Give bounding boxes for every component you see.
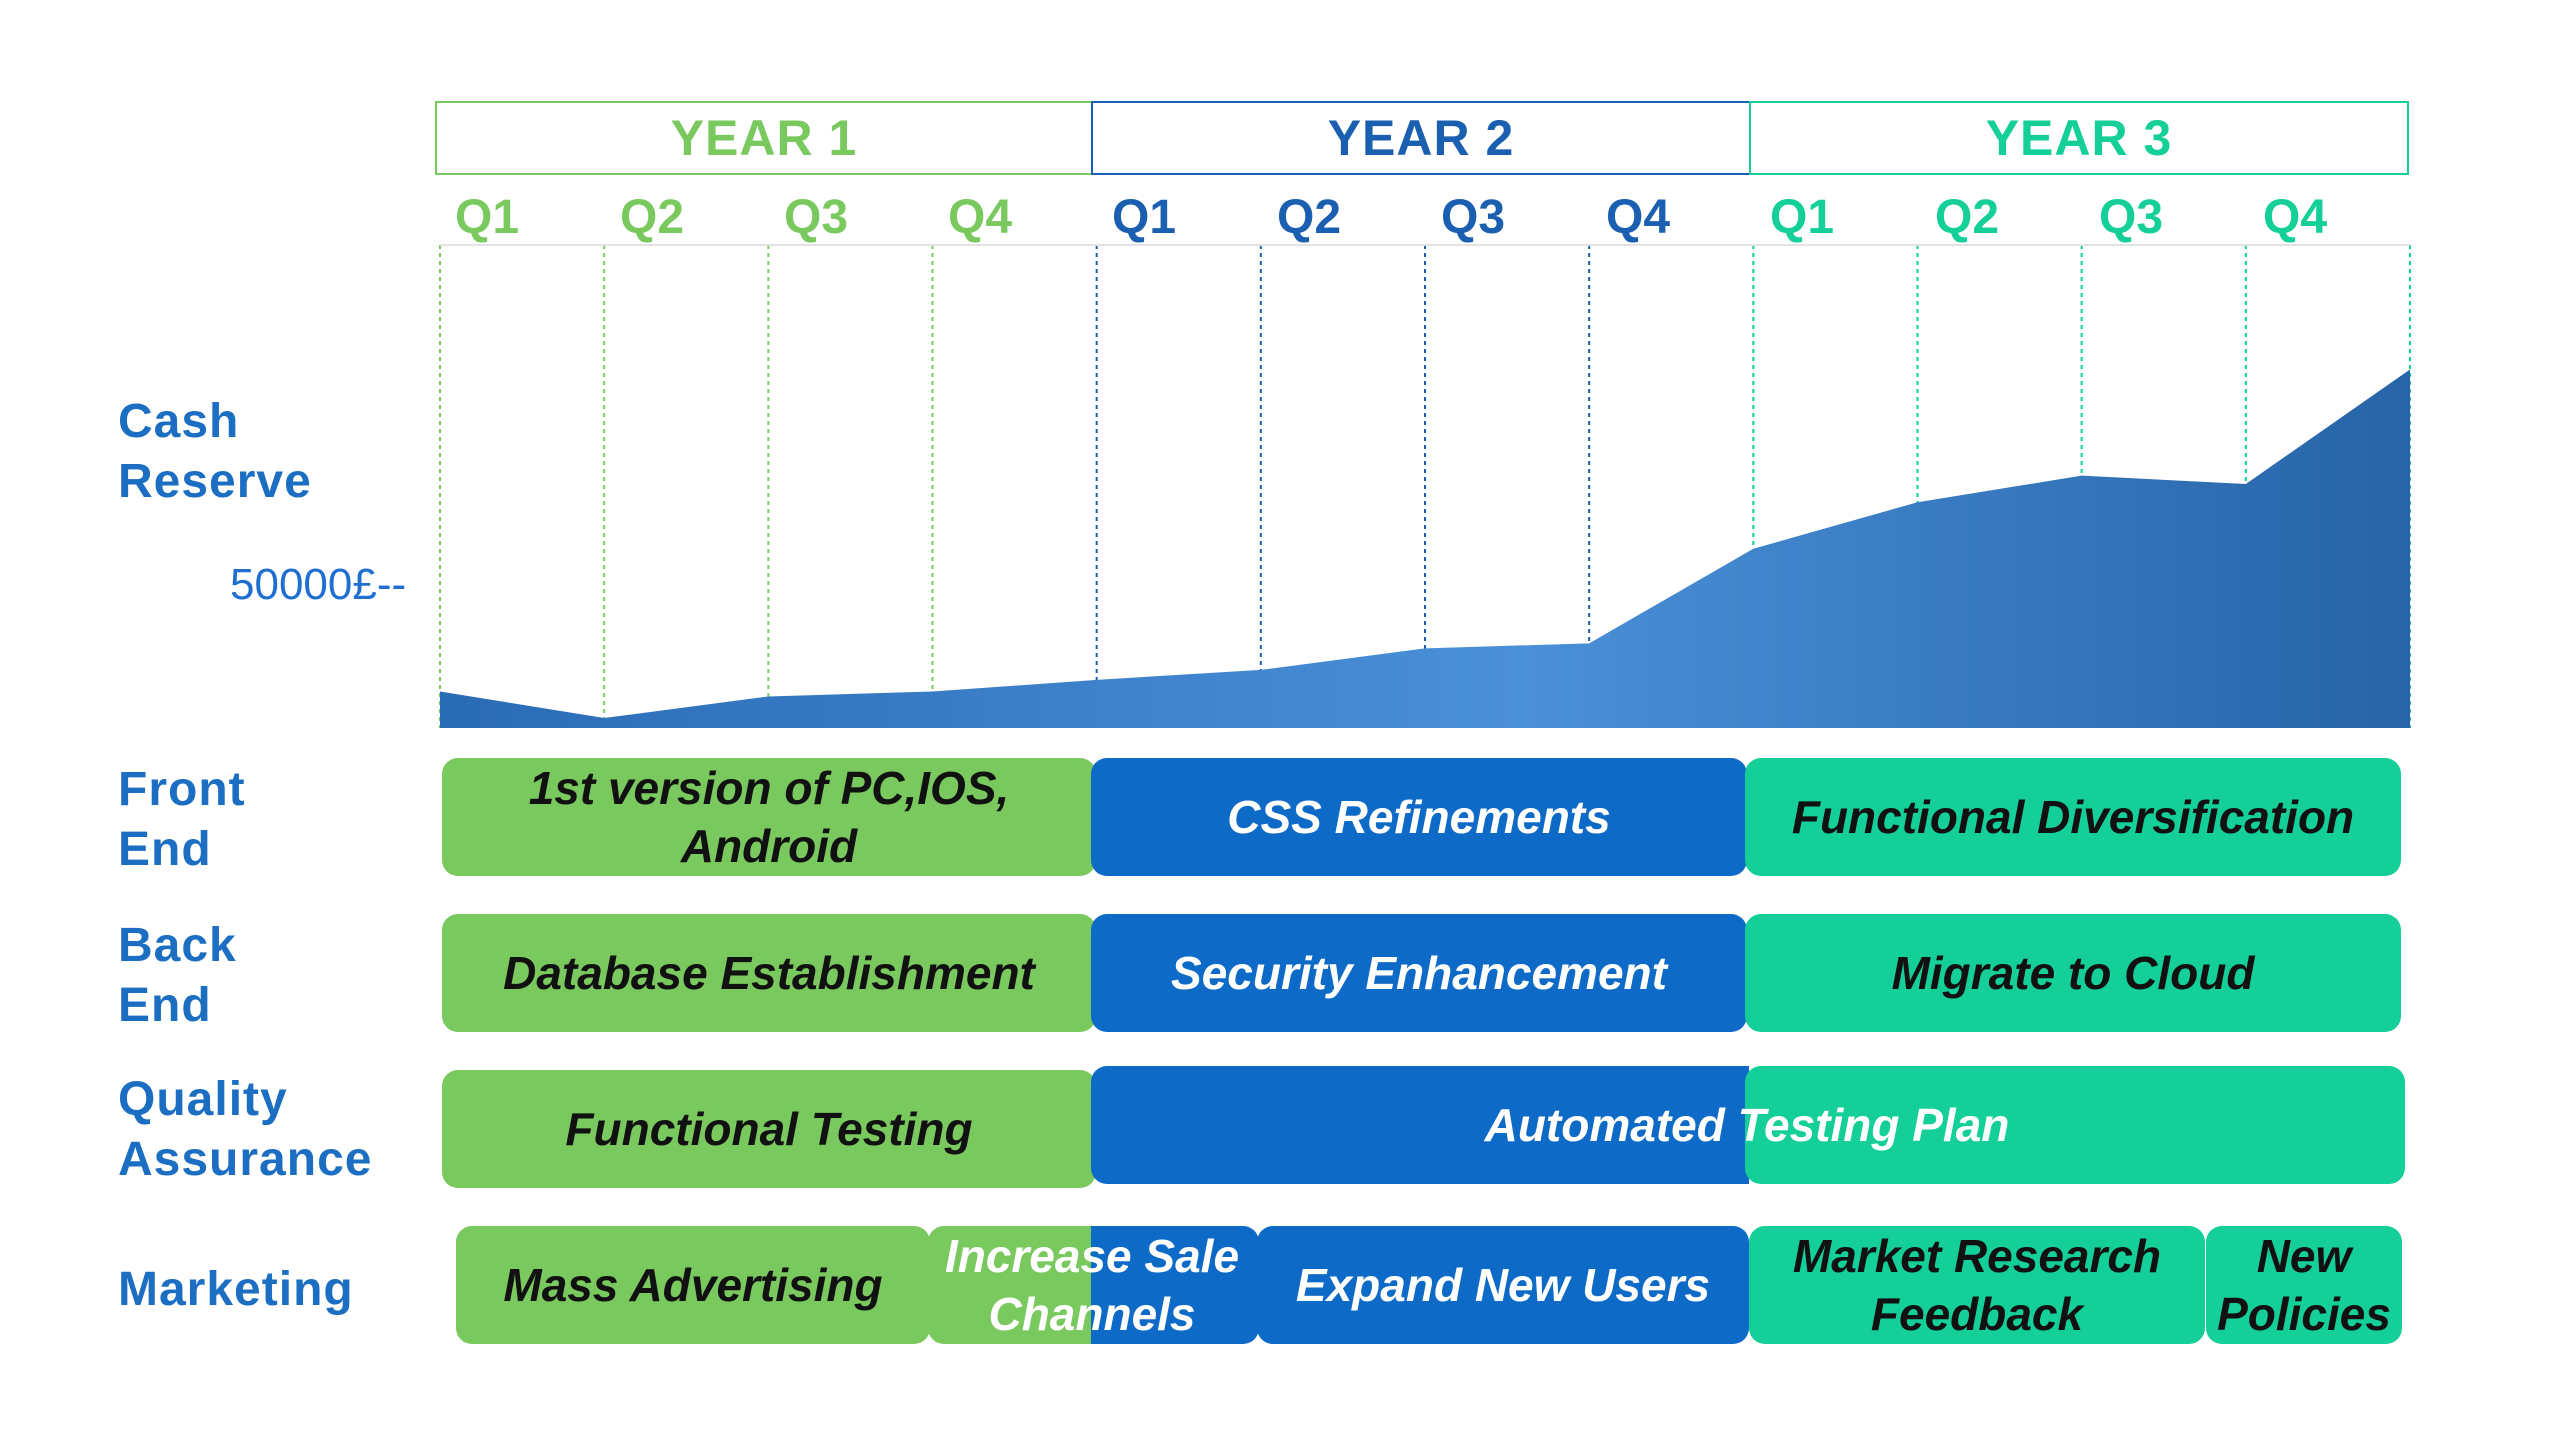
quarter-label: Q2 xyxy=(620,191,685,244)
task-bar-marketing-5: New Policies xyxy=(2206,1226,2402,1344)
task-bar-frontend-1: 1st version of PC,IOS, Android xyxy=(442,758,1096,876)
cash-reserve-point xyxy=(1917,501,1919,503)
cash-reserve-point xyxy=(767,695,769,697)
cash-reserve-point xyxy=(2245,483,2247,485)
year-3-header: YEAR 3 xyxy=(1749,101,2409,175)
quarter-label: Q4 xyxy=(1606,191,1671,244)
cash-reserve-point xyxy=(1096,679,1098,681)
task-bar-marketing-2-label: Increase Sale Channels xyxy=(944,1230,1240,1340)
quarter-label: Q3 xyxy=(1441,191,1506,244)
cash-reserve-point xyxy=(1424,647,1426,649)
row-label-front-end: Front End xyxy=(118,763,246,876)
task-bar-marketing-4: Market Research Feedback xyxy=(1749,1226,2205,1344)
quarter-label: Q2 xyxy=(1935,191,2000,244)
task-bar-backend-2: Security Enhancement xyxy=(1091,914,1747,1032)
row-label-marketing: Marketing xyxy=(118,1263,354,1316)
task-bar-backend-3: Migrate to Cloud xyxy=(1745,914,2401,1032)
task-bar-qa-2-teal-segment xyxy=(1745,1066,2405,1184)
quarter-label: Q3 xyxy=(784,191,849,244)
year-2-header: YEAR 2 xyxy=(1091,101,1751,175)
task-bar-marketing-2-blue-segment xyxy=(1091,1226,1259,1344)
cash-reserve-point xyxy=(932,690,934,692)
task-bar-marketing-2-green-segment xyxy=(928,1226,1094,1344)
row-label-quality-assurance: Quality Assurance xyxy=(118,1073,373,1186)
task-bar-backend-1: Database Establishment xyxy=(442,914,1096,1032)
quarter-label: Q4 xyxy=(2263,191,2328,244)
cash-reserve-point xyxy=(1752,548,1754,550)
cash-reserve-point xyxy=(1588,642,1590,644)
task-bar-qa-2-label: Automated Testing Plan xyxy=(1484,1099,2010,1151)
quarter-label: Q1 xyxy=(1112,191,1177,244)
quarter-label: Q1 xyxy=(455,191,520,244)
cash-reserve-point xyxy=(2081,475,2083,477)
cash-reserve-point xyxy=(1260,669,1262,671)
row-label-cash-reserve: Cash Reserve xyxy=(118,395,312,508)
y-axis-tick-label: 50000£-- xyxy=(230,560,407,609)
cash-reserve-area xyxy=(440,369,2410,728)
task-bar-frontend-2: CSS Refinements xyxy=(1091,758,1747,876)
task-bar-marketing-1: Mass Advertising xyxy=(456,1226,930,1344)
quarter-label: Q2 xyxy=(1277,191,1342,244)
row-label-back-end: Back End xyxy=(118,919,237,1032)
task-bar-marketing-3: Expand New Users xyxy=(1257,1226,1749,1344)
task-bar-frontend-3: Functional Diversification xyxy=(1745,758,2401,876)
quarter-label: Q1 xyxy=(1770,191,1835,244)
cash-reserve-point xyxy=(2409,368,2411,370)
quarter-label: Q4 xyxy=(948,191,1013,244)
cash-reserve-point xyxy=(439,690,441,692)
task-bar-qa-1: Functional Testing xyxy=(442,1070,1096,1188)
quarter-label: Q3 xyxy=(2099,191,2164,244)
task-bar-qa-2-blue-segment xyxy=(1091,1066,1749,1184)
year-1-header: YEAR 1 xyxy=(435,101,1093,175)
cash-reserve-point xyxy=(603,717,605,719)
